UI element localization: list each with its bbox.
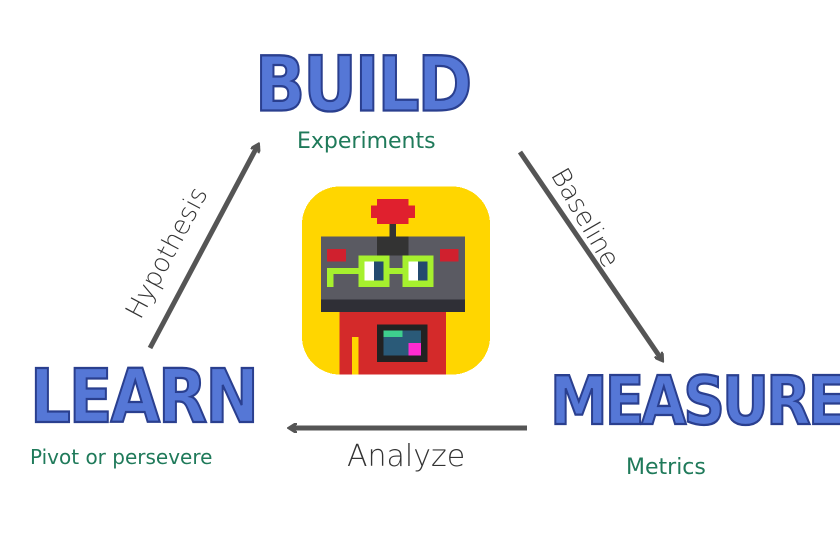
transition-label-analyze: Analyze (347, 439, 466, 474)
stage-title-measure: MEASURE (549, 361, 840, 441)
stage-subtitle-build: Experiments (297, 129, 436, 154)
stage-title-learn: LEARN (29, 355, 260, 441)
stage-subtitle-learn: Pivot or persevere (30, 445, 213, 469)
stage-title-build: BUILD (254, 40, 473, 129)
stage-subtitle-measure: Metrics (626, 455, 706, 480)
robot-app-icon (302, 186, 490, 375)
arrow-build-to-measure (517, 150, 662, 360)
arrow-learn-to-build (147, 145, 258, 350)
